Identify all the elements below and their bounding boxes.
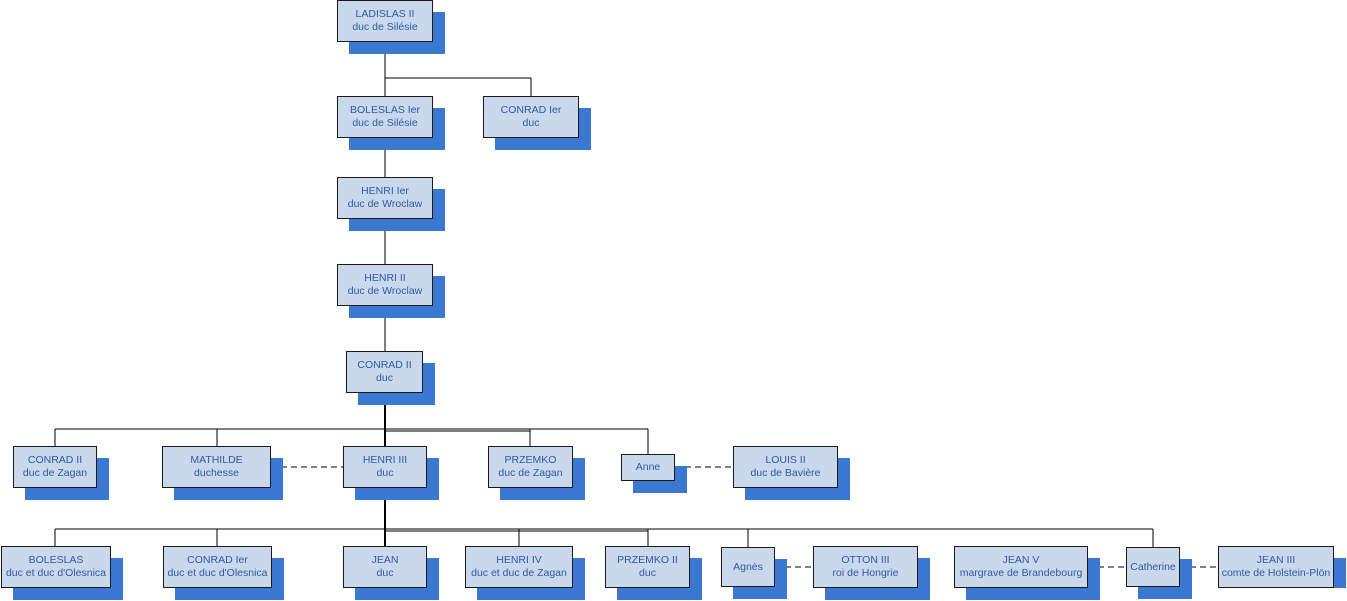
person-box: HENRI IV duc et duc de Zagan: [465, 546, 573, 588]
person-name: JEAN: [371, 554, 399, 566]
person-title: duc de Silésie: [352, 117, 418, 129]
person-title: duc de Bavière: [750, 467, 821, 479]
person-box: OTTON III roi de Hongrie: [813, 546, 918, 588]
person-jean-v: JEAN V margrave de Brandebourg: [954, 546, 1100, 600]
person-name: JEAN V: [1002, 554, 1040, 566]
person-agnes: Agnès: [721, 547, 787, 599]
person-title: duc de Wroclaw: [347, 285, 423, 297]
person-title: duchesse: [194, 467, 239, 479]
person-henri-ii: HENRI II duc de Wroclaw: [337, 264, 445, 318]
person-name: CONRAD Ier: [500, 104, 562, 116]
person-box: LOUIS II duc de Bavière: [733, 446, 838, 488]
person-mathilde: MATHILDE duchesse: [162, 446, 283, 500]
person-title: duc de Wroclaw: [347, 198, 423, 210]
person-conrad-ii-duc: CONRAD II duc: [346, 351, 435, 405]
person-box: CONRAD II duc: [346, 351, 423, 393]
person-name: HENRI Ier: [361, 185, 409, 197]
person-box: BOLESLAS duc et duc d'Olesnica: [1, 546, 111, 588]
person-box: JEAN III comte de Holstein-Plön: [1218, 546, 1334, 588]
person-name: HENRI IV: [496, 554, 542, 566]
person-name: Catherine: [1130, 560, 1176, 573]
person-conrad-ii-zagan: CONRAD II duc de Zagan: [13, 446, 109, 500]
person-title: duc et duc d'Olesnica: [5, 567, 107, 579]
person-name: LADISLAS II: [355, 8, 415, 20]
person-box: CONRAD Ier duc: [483, 96, 579, 138]
person-box: HENRI II duc de Wroclaw: [337, 264, 433, 306]
person-name: MATHILDE: [190, 454, 243, 466]
person-box: HENRI Ier duc de Wroclaw: [337, 177, 433, 219]
person-name: HENRI III: [362, 454, 408, 466]
person-catherine: Catherine: [1126, 547, 1192, 599]
person-title: duc: [639, 567, 656, 579]
person-box: Anne: [621, 454, 675, 481]
person-name: Agnès: [733, 560, 763, 573]
person-przemko: PRZEMKO duc de Zagan: [488, 446, 585, 500]
person-title: duc de Silésie: [352, 21, 418, 33]
person-henri-iii: HENRI III duc: [343, 446, 439, 500]
person-name: PRZEMKO II: [617, 554, 678, 566]
person-box: HENRI III duc: [343, 446, 427, 488]
person-title: duc et duc de Zagan: [471, 567, 567, 579]
person-box: JEAN duc: [343, 546, 427, 588]
person-title: roi de Hongrie: [832, 567, 899, 579]
person-ladislas-ii: LADISLAS II duc de Silésie: [337, 0, 445, 54]
person-name: CONRAD Ier: [187, 554, 248, 566]
person-name: HENRI II: [364, 272, 406, 284]
person-title: duc de Zagan: [498, 467, 563, 479]
person-title: duc et duc d'Olesnica: [167, 567, 268, 579]
person-henri-ier: HENRI Ier duc de Wroclaw: [337, 177, 445, 231]
person-box: PRZEMKO II duc: [605, 546, 690, 588]
person-conrad-ier-olesnica: CONRAD Ier duc et duc d'Olesnica: [163, 546, 284, 600]
person-name: PRZEMKO: [504, 454, 557, 466]
person-name: LOUIS II: [765, 454, 806, 466]
person-title: duc: [376, 467, 394, 479]
person-box: Catherine: [1126, 547, 1180, 587]
person-box: Agnès: [721, 547, 775, 587]
person-box: PRZEMKO duc de Zagan: [488, 446, 573, 488]
person-boleslas: BOLESLAS duc et duc d'Olesnica: [1, 546, 123, 600]
person-title: duc de Zagan: [22, 467, 88, 479]
person-name: JEAN III: [1256, 554, 1296, 566]
person-box: BOLESLAS Ier duc de Silésie: [337, 96, 433, 138]
person-name: BOLESLAS Ier: [349, 104, 421, 116]
person-conrad-ier-duc: CONRAD Ier duc: [483, 96, 591, 150]
person-louis-ii: LOUIS II duc de Bavière: [733, 446, 850, 500]
person-box: CONRAD II duc de Zagan: [13, 446, 97, 488]
person-name: BOLESLAS: [28, 554, 84, 566]
person-title: duc: [376, 567, 394, 579]
person-jean-iii: JEAN III comte de Holstein-Plön: [1218, 546, 1346, 588]
person-box: CONRAD Ier duc et duc d'Olesnica: [163, 546, 272, 588]
person-title: margrave de Brandebourg: [959, 567, 1083, 579]
person-jean: JEAN duc: [343, 546, 439, 600]
person-box: JEAN V margrave de Brandebourg: [954, 546, 1088, 588]
person-name: OTTON III: [841, 554, 890, 566]
person-title: duc: [522, 117, 540, 129]
person-title: duc: [376, 372, 393, 384]
person-name: CONRAD II: [27, 454, 83, 466]
person-name: CONRAD II: [357, 359, 412, 371]
person-boleslas-ier: BOLESLAS Ier duc de Silésie: [337, 96, 445, 150]
person-name: Anne: [635, 461, 661, 473]
person-henri-iv: HENRI IV duc et duc de Zagan: [465, 546, 585, 600]
person-title: comte de Holstein-Plön: [1221, 567, 1331, 579]
person-box: MATHILDE duchesse: [162, 446, 271, 488]
person-box: LADISLAS II duc de Silésie: [337, 0, 433, 42]
person-przemko-ii: PRZEMKO II duc: [605, 546, 702, 600]
person-otton-iii: OTTON III roi de Hongrie: [813, 546, 930, 600]
person-anne: Anne: [621, 454, 687, 493]
